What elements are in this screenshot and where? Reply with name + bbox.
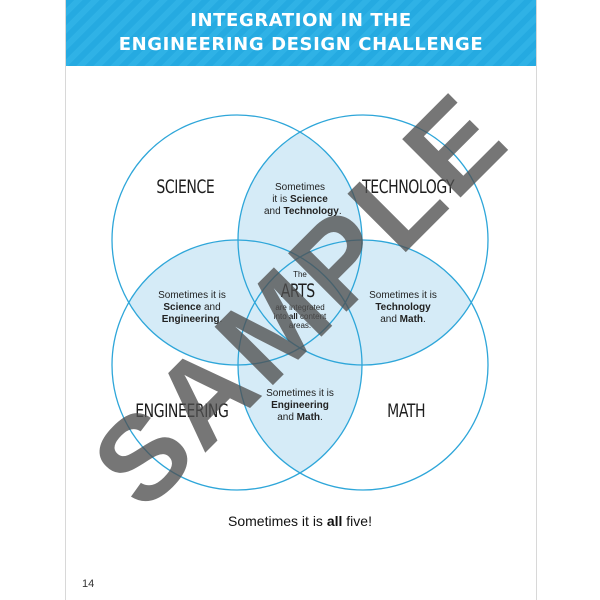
center-the: The: [293, 270, 307, 279]
center-arts-title: ARTS: [280, 280, 315, 302]
label-math: MATH: [387, 400, 426, 422]
header-banner: INTEGRATION IN THE ENGINEERING DESIGN CH…: [66, 0, 536, 66]
circle-math: [237, 239, 489, 491]
page-number: 14: [82, 578, 95, 590]
region-science-engineering: Sometimes it is Science and Engineering.: [158, 290, 226, 325]
circle-engineering: [111, 239, 363, 491]
page-title-line1: INTEGRATION IN THE: [190, 10, 412, 31]
label-technology: TECHNOLOGY: [362, 176, 455, 198]
label-science: SCIENCE: [156, 176, 215, 198]
page-title-line2: ENGINEERING DESIGN CHALLENGE: [118, 34, 484, 55]
footer-caption: Sometimes it is all five!: [228, 513, 372, 529]
center-arts-text: are integrated into all content areas.: [273, 303, 327, 330]
region-engineering-math: Sometimes it is Engineering and Math.: [266, 388, 334, 423]
label-engineering: ENGINEERING: [135, 400, 229, 422]
overlap-engineering-math: [238, 240, 362, 490]
region-science-technology: Sometimes it is Science and Technology.: [264, 182, 342, 217]
region-technology-math: Sometimes it is Technology and Math.: [369, 290, 437, 325]
